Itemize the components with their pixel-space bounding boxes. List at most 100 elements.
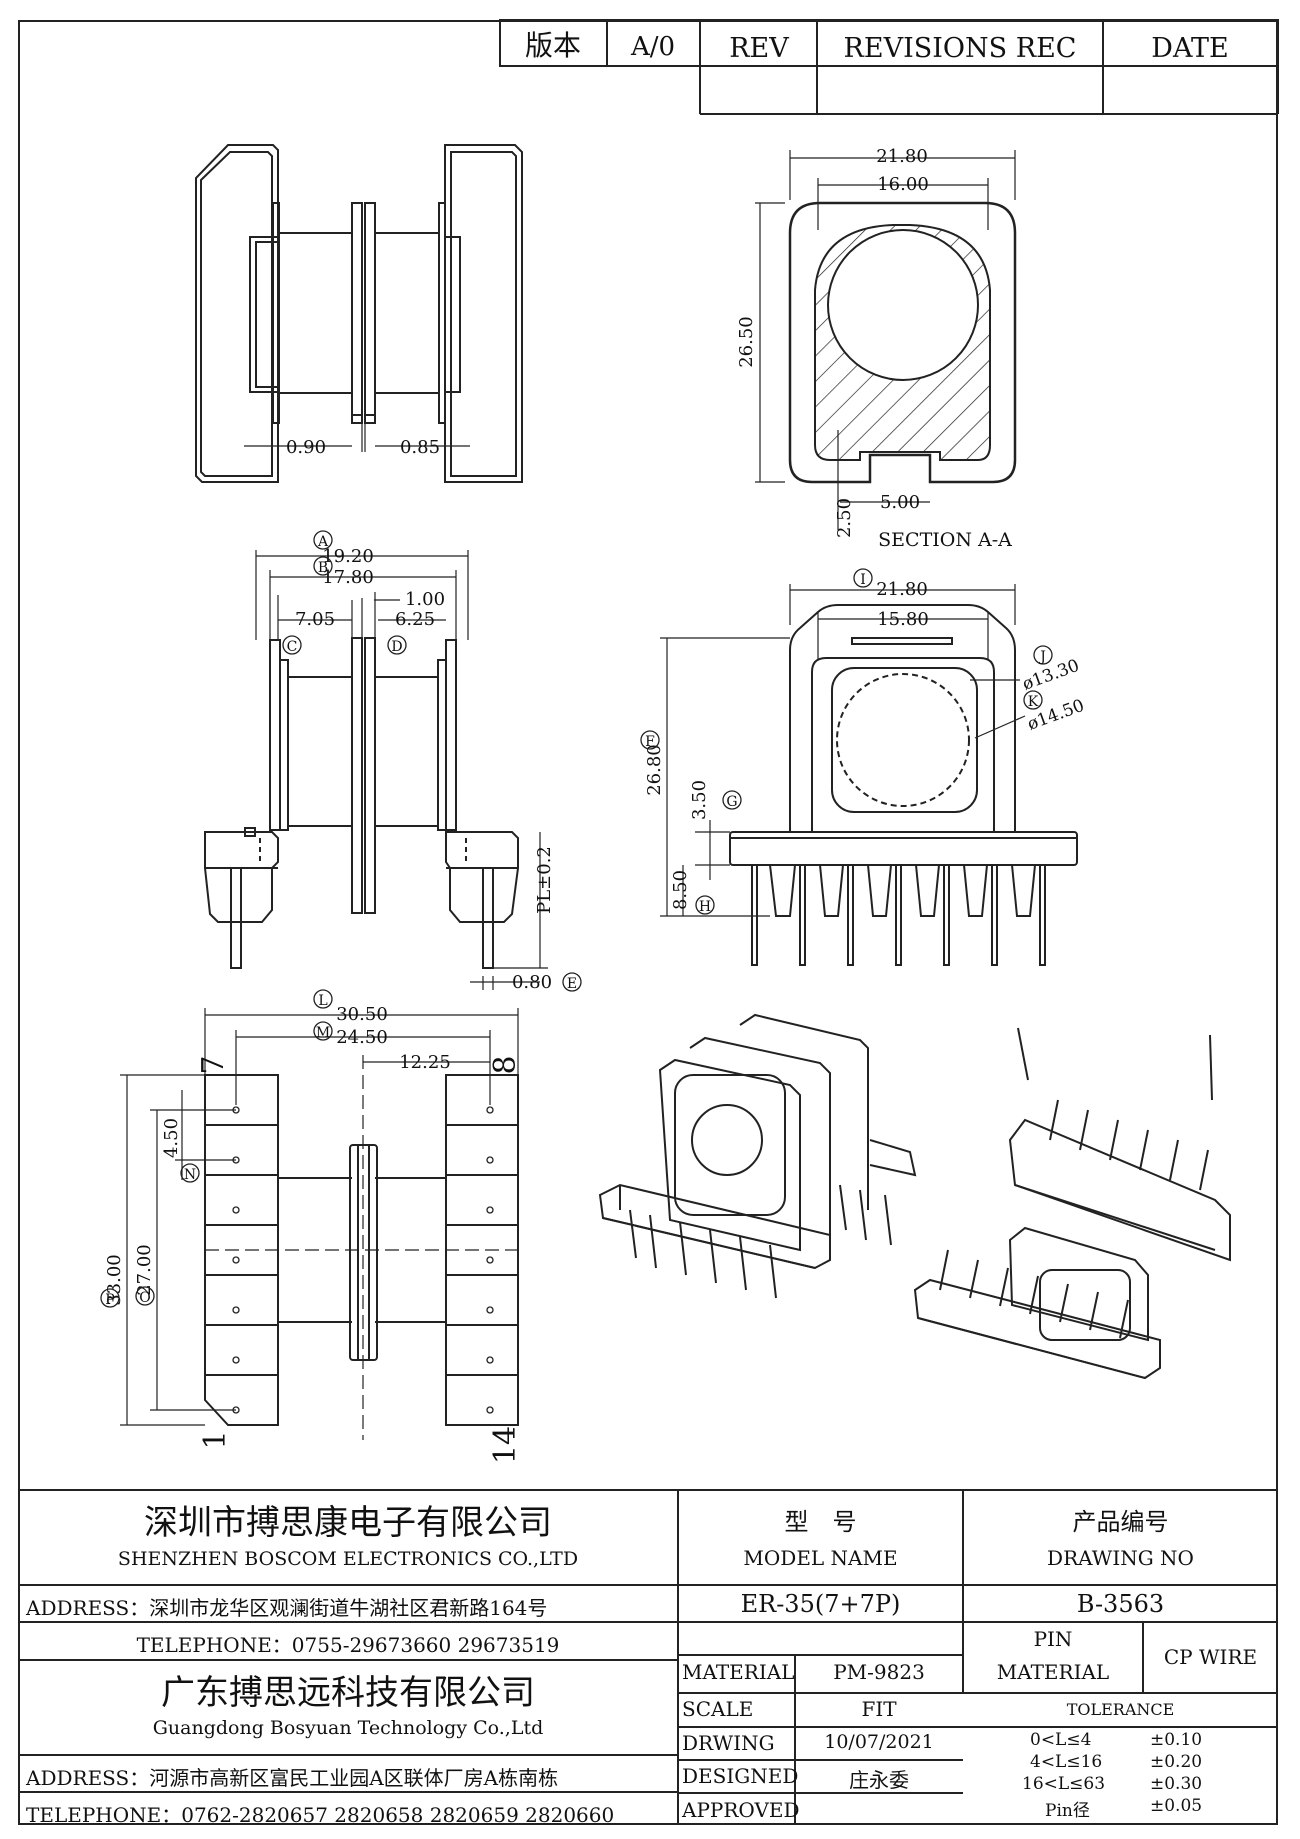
ref-g: G	[726, 794, 737, 810]
address-1: ADDRESS：深圳市龙华区观澜街道牛湖社区君新路164号	[26, 1596, 548, 1620]
model-name-cn: 型 号	[784, 1508, 857, 1536]
dim-6-25: 6.25	[395, 609, 435, 630]
dim-lines-section	[755, 150, 1016, 530]
ref-c: C	[287, 639, 298, 655]
tolerance-value-3: ±0.30	[1150, 1774, 1203, 1794]
dim-15-80: 15.80	[877, 609, 929, 630]
tolerance-value-2: ±0.20	[1150, 1752, 1203, 1772]
scale-label: SCALE	[682, 1697, 754, 1721]
ref-d: D	[391, 639, 402, 655]
pin-14-label: 14	[488, 1426, 523, 1464]
rev-version-label: 版本	[525, 29, 581, 62]
drawing-no-cn: 产品编号	[1072, 1508, 1169, 1536]
dim-1-00: 1.00	[405, 589, 445, 610]
company2-name-cn: 广东搏思远科技有限公司	[161, 1673, 535, 1713]
model-name-en: MODEL NAME	[743, 1546, 898, 1570]
isometric-view-2	[913, 1027, 1231, 1380]
designed-value: 庄永委	[849, 1768, 909, 1792]
dim-12-25: 12.25	[399, 1052, 451, 1073]
end-view	[729, 604, 1078, 966]
dim-16-00: 16.00	[877, 174, 929, 195]
ref-o: O	[139, 1290, 150, 1306]
tolerance-value-1: ±0.10	[1150, 1730, 1203, 1750]
dim-lines-top-view	[120, 1008, 519, 1440]
ref-p: P	[105, 1292, 114, 1308]
isometric-view-1	[598, 1013, 917, 1299]
dim-3-50: 3.50	[689, 780, 710, 820]
tolerance-range-1: 0<L≤4	[1030, 1730, 1092, 1750]
dim-26-50: 26.50	[736, 316, 757, 368]
drwing-date: 10/07/2021	[824, 1731, 934, 1753]
ref-n: N	[184, 1167, 196, 1183]
ref-h: H	[699, 899, 711, 915]
drawing-no-value: B-3563	[1076, 1590, 1165, 1618]
pin-material-value: CP WIRE	[1163, 1645, 1258, 1669]
pin-8-label: 8	[488, 1055, 523, 1074]
ref-f: F	[645, 734, 655, 750]
company-name-cn: 深圳市搏思康电子有限公司	[144, 1503, 552, 1543]
dim-lines-front	[255, 550, 548, 990]
dim-0-80: 0.80	[512, 972, 552, 993]
drwing-label: DRWING	[682, 1731, 775, 1755]
ref-letters-end	[640, 568, 1053, 915]
ref-e: E	[567, 976, 577, 992]
ref-m: M	[316, 1025, 330, 1041]
pin-material-label-1: PIN	[1033, 1627, 1073, 1651]
dim-21-80-top: 21.80	[876, 146, 928, 167]
dim-26-80: 26.80	[644, 744, 665, 796]
pin-1-label: 1	[198, 1430, 233, 1449]
approved-label: APPROVED	[682, 1798, 800, 1822]
tolerance-label: TOLERANCE	[1066, 1700, 1175, 1719]
telephone-1: TELEPHONE：0755-29673660 29673519	[136, 1633, 560, 1657]
revision-table	[499, 19, 1279, 115]
dim-33-00: 33.00	[104, 1254, 125, 1306]
section-a-a-label: SECTION A-A	[878, 529, 1012, 551]
ref-k: K	[1028, 694, 1039, 710]
dim-21-80-end: 21.80	[876, 579, 928, 600]
dim-27-00: 27.00	[134, 1244, 155, 1296]
tolerance-range-2: 4<L≤16	[1030, 1752, 1103, 1772]
ref-letters-top-view	[100, 989, 333, 1308]
dim-19-20: 19.20	[322, 546, 374, 567]
dim-2-50: 2.50	[834, 498, 855, 538]
model-name-value: ER-35(7+7P)	[740, 1590, 901, 1618]
side-view-top	[195, 144, 523, 483]
ref-i: I	[860, 572, 866, 588]
telephone-2: TELEPHONE：0762-2820657 2820658 2820659 2…	[26, 1803, 615, 1827]
dim-lines-end	[660, 584, 1026, 917]
ref-letters-front	[282, 530, 582, 992]
scale-value: FIT	[861, 1697, 897, 1721]
ref-j: J	[1038, 649, 1046, 665]
dim-24-50: 24.50	[336, 1027, 388, 1048]
ref-b: B	[318, 560, 328, 576]
revisions-rec-header: REVISIONS REC	[844, 33, 1077, 64]
tolerance-range-4: Pin径	[1045, 1801, 1090, 1821]
dim-pl: PL±0.2	[534, 846, 555, 914]
tolerance-value-4: ±0.05	[1150, 1796, 1203, 1816]
material-label: MATERIAL	[682, 1660, 795, 1684]
dim-8-50: 8.50	[670, 870, 691, 910]
rev-header: REV	[729, 33, 789, 64]
date-header: DATE	[1151, 33, 1228, 64]
ref-l: L	[318, 993, 327, 1009]
company-name-en: SHENZHEN BOSCOM ELECTRONICS CO.,LTD	[117, 1548, 579, 1570]
tolerance-range-3: 16<L≤63	[1022, 1774, 1106, 1794]
dim-lines-top-left	[244, 423, 470, 452]
dim-17-80: 17.80	[322, 567, 374, 588]
ref-a: A	[317, 534, 329, 550]
dim-4-50: 4.50	[161, 1118, 182, 1158]
designed-label: DESIGNED	[682, 1764, 799, 1788]
rev-version-value: A/0	[630, 32, 675, 62]
dim-30-50: 30.50	[336, 1004, 388, 1025]
section-a-a-view	[788, 201, 1017, 484]
dim-5-00: 5.00	[880, 492, 920, 513]
front-view-pins	[204, 637, 519, 969]
drawing-no-en: DRAWING NO	[1047, 1546, 1194, 1570]
company2-name-en: Guangdong Bosyuan Technology Co.,Ltd	[152, 1717, 544, 1739]
pin-material-label-2: MATERIAL	[996, 1660, 1110, 1684]
title-block-grid	[18, 1489, 1278, 1825]
pin-7-label: 7	[196, 1055, 231, 1074]
dim-0-85: 0.85	[400, 437, 440, 458]
dim-0-90: 0.90	[286, 437, 326, 458]
